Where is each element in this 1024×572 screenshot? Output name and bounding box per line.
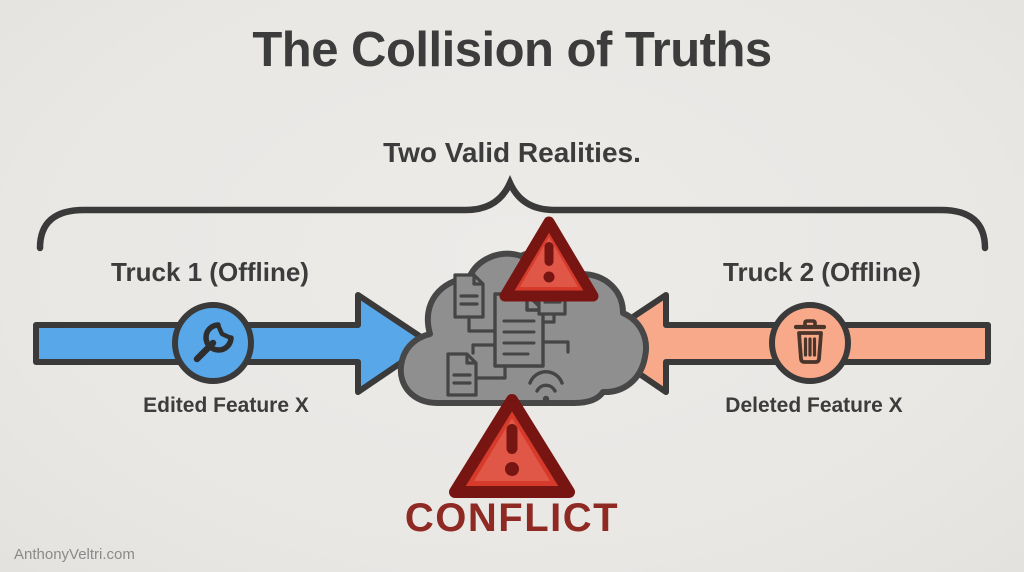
warning-triangle-top-icon	[499, 216, 599, 302]
truck2-label: Truck 2 (Offline)	[723, 257, 921, 287]
watermark: AnthonyVeltri.com	[14, 546, 135, 563]
document-icon-main	[493, 292, 545, 368]
truck2-action-label: Deleted Feature X	[725, 394, 903, 417]
sync-connector-lines	[467, 314, 570, 380]
wifi-icon	[528, 370, 564, 403]
trash-badge	[769, 302, 851, 384]
wrench-icon	[193, 322, 234, 363]
trash-icon	[793, 319, 827, 364]
document-icon-bottomleft	[446, 352, 478, 397]
subtitle: Two Valid Realities.	[383, 137, 641, 168]
realities-brace-icon	[36, 175, 989, 252]
conflict-label: CONFLICT	[404, 496, 620, 540]
truck1-label: Truck 1 (Offline)	[111, 257, 309, 287]
warning-triangle-bottom-icon	[449, 394, 575, 498]
document-icon-topleft	[453, 273, 485, 319]
wrench-badge	[172, 302, 254, 384]
page-title: The Collision of Truths	[252, 23, 772, 77]
truck1-action-label: Edited Feature X	[143, 394, 309, 417]
